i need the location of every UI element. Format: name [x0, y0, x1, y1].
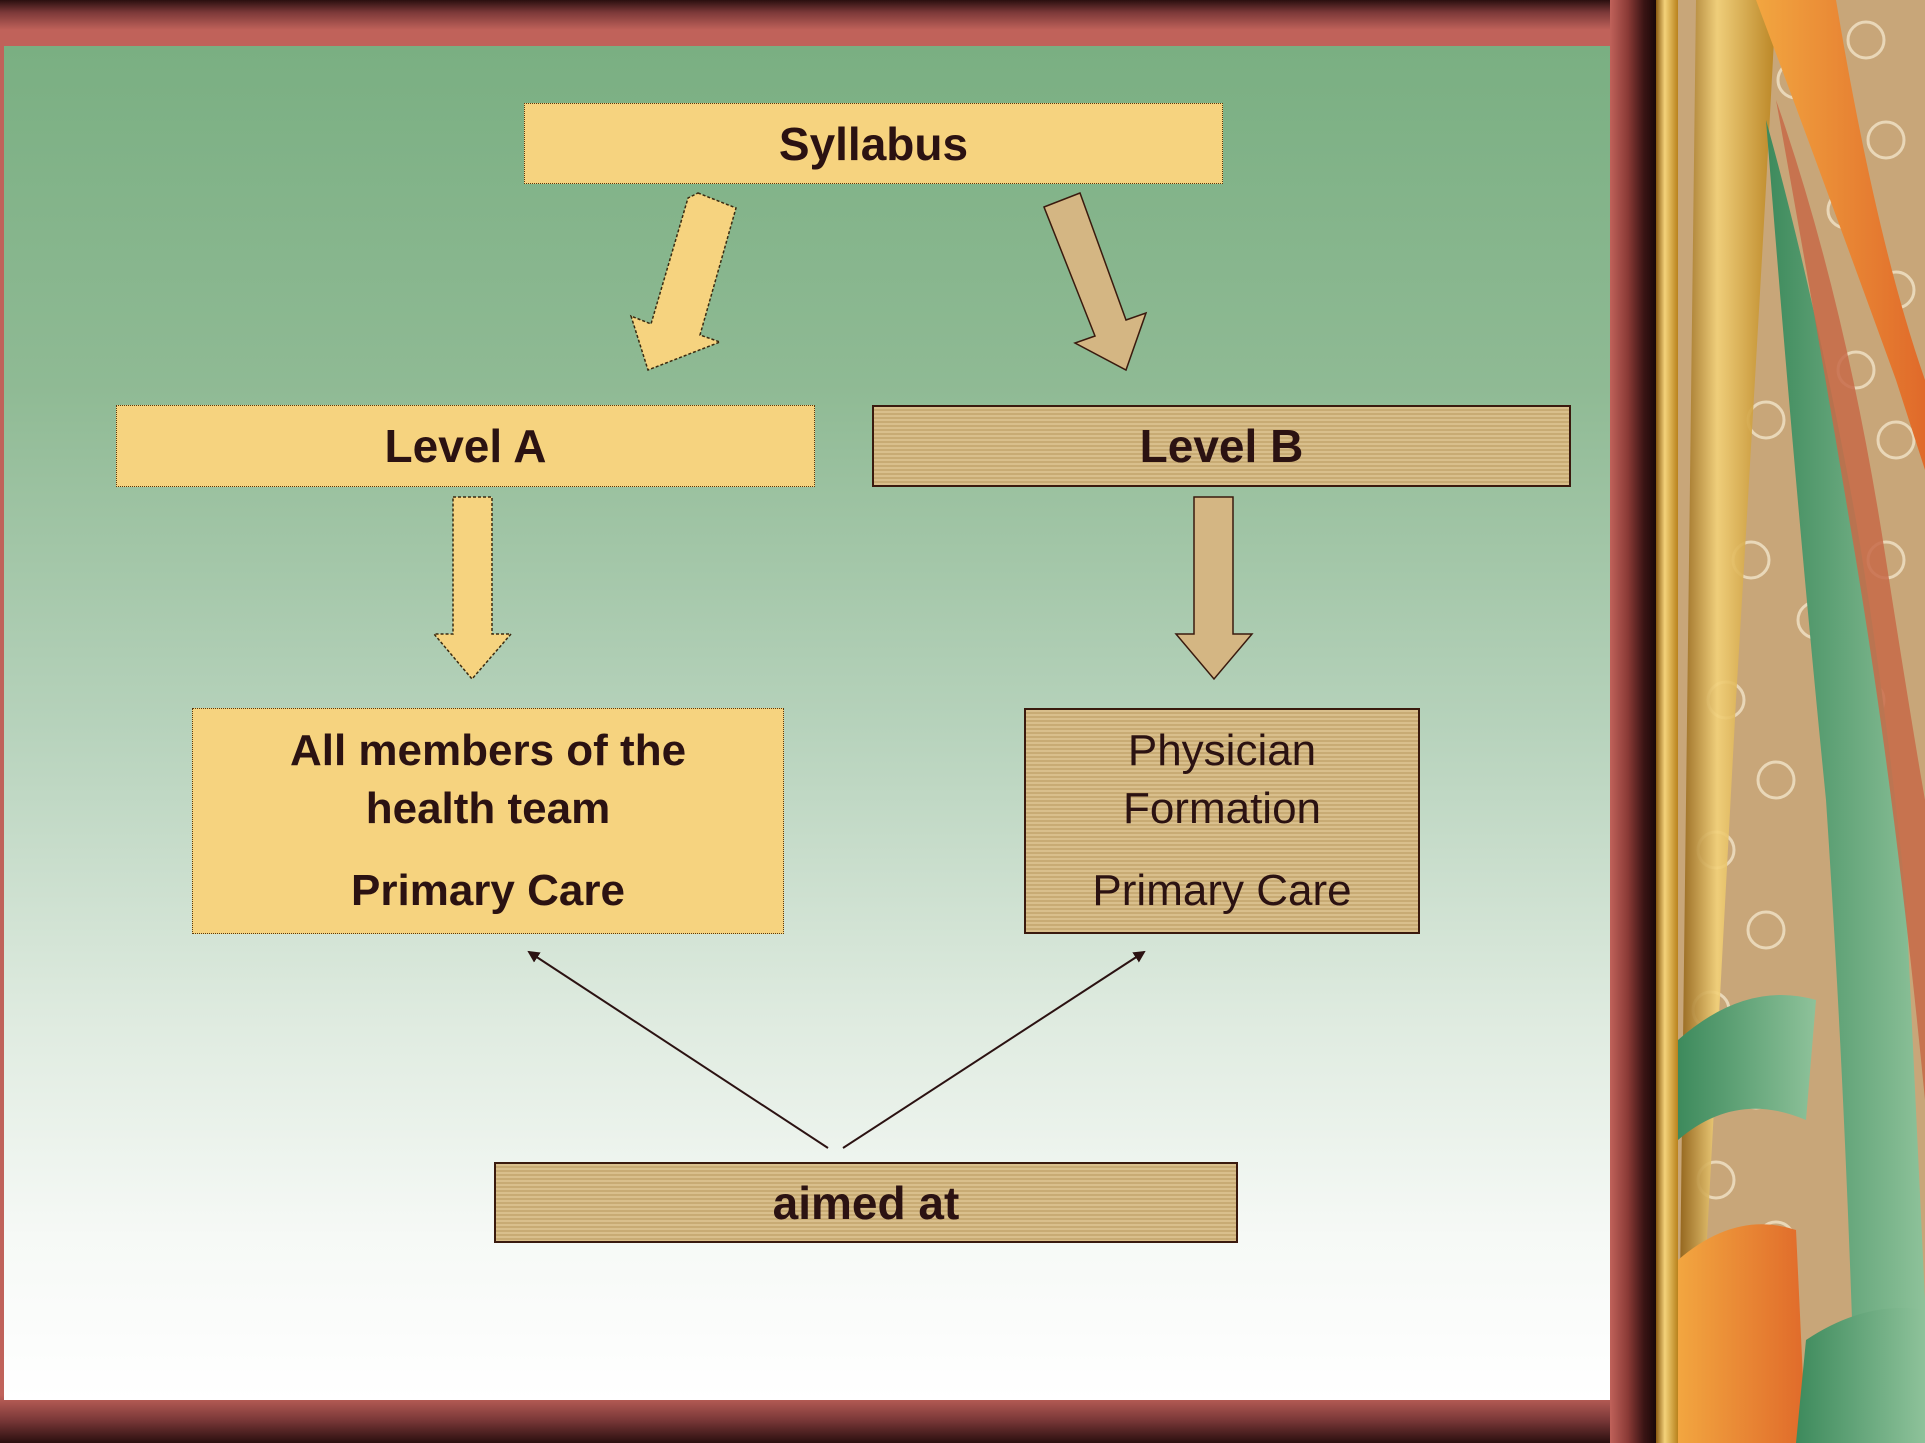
slide-frame-edge — [1610, 0, 1656, 1443]
target-b-line1: Physician — [1127, 726, 1317, 775]
target-a-box: All members of the health team Primary C… — [192, 708, 784, 934]
aimed-at-label: aimed at — [772, 1176, 960, 1229]
target-b-line2: Formation — [1122, 784, 1322, 833]
aimed-at-box: aimed at — [494, 1162, 1238, 1243]
decorative-panel — [1656, 0, 1925, 1443]
syllabus-box: Syllabus — [524, 103, 1223, 184]
target-b-box: Physician Formation Primary Care — [1024, 708, 1420, 934]
level-b-label: Level B — [1139, 420, 1304, 472]
arrow-syllabus-to-level-b — [1043, 192, 1148, 372]
syllabus-label: Syllabus — [778, 117, 969, 170]
level-a-label: Level A — [384, 420, 547, 472]
arrow-level-a-down — [432, 496, 513, 681]
target-a-line2: health team — [365, 784, 611, 833]
target-a-line1: All members of the — [289, 726, 687, 775]
arrow-level-b-down — [1174, 496, 1254, 681]
arrow-syllabus-to-level-a — [629, 192, 737, 371]
level-b-box: Level B — [872, 405, 1571, 487]
diagram-arrows — [432, 192, 1254, 1149]
arrow-aimed-to-a — [527, 950, 829, 1149]
arrow-aimed-to-b — [842, 950, 1146, 1149]
level-a-box: Level A — [116, 405, 815, 487]
target-b-line3: Primary Care — [1092, 866, 1352, 915]
target-a-line3: Primary Care — [351, 866, 625, 915]
